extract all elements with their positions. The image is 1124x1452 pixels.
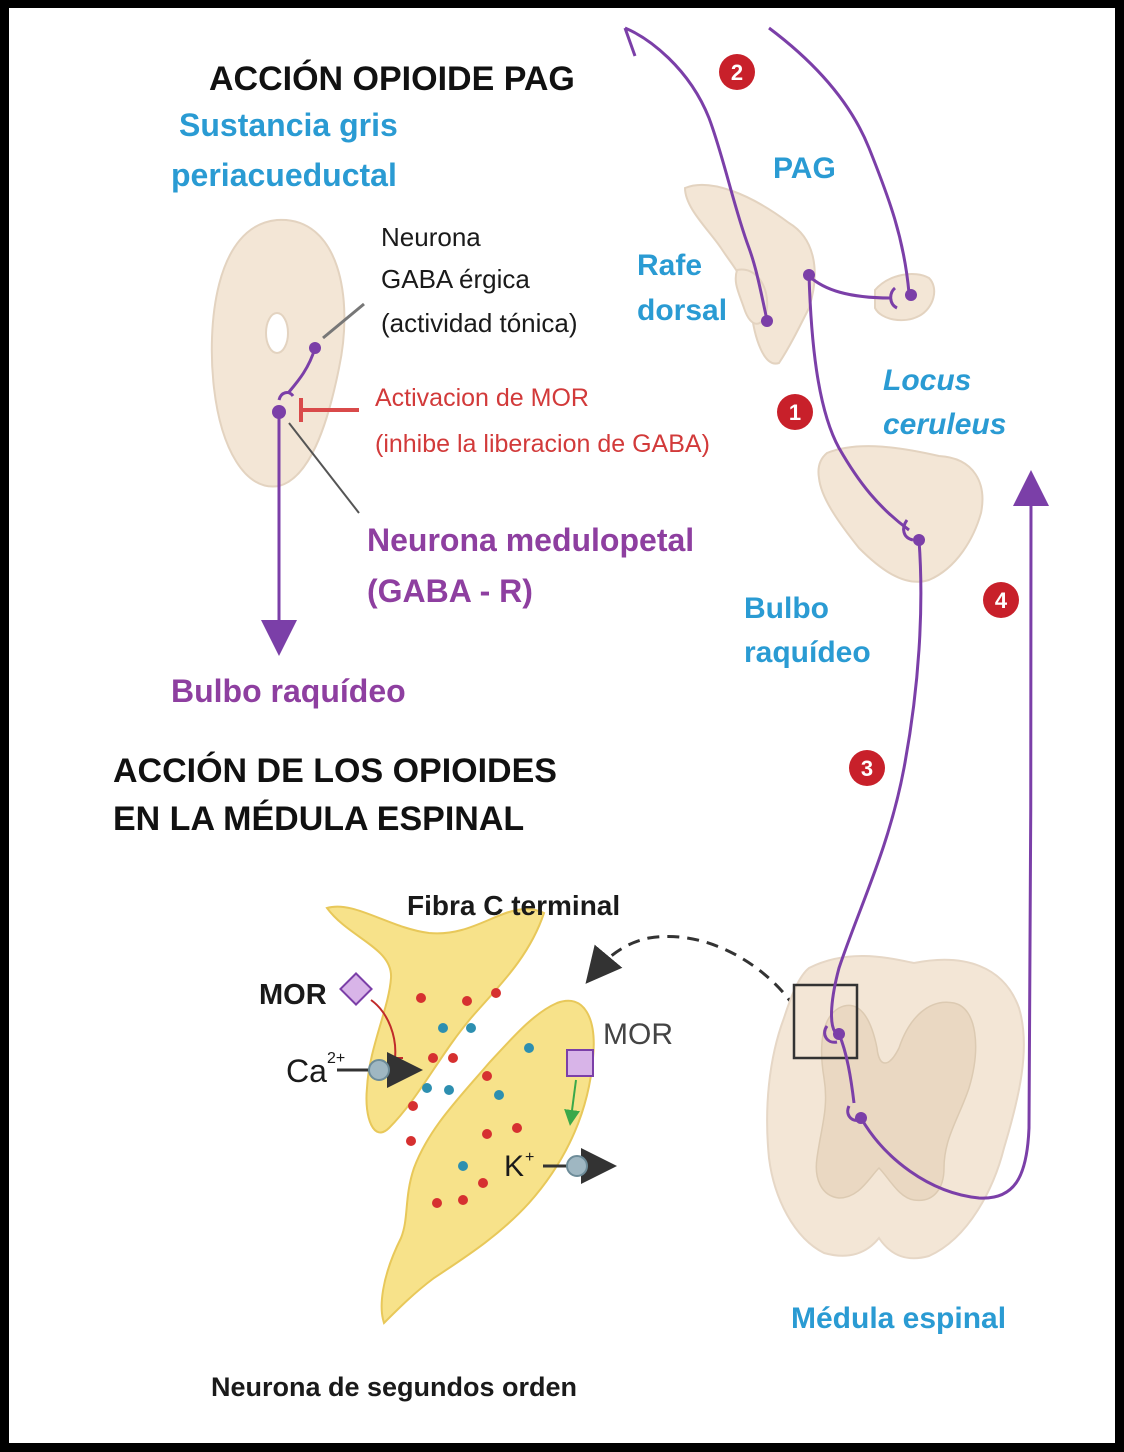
second-order-neuron-label: Neurona de segundos orden (211, 1372, 577, 1402)
step-badge-3: 3 (849, 750, 885, 786)
opioid-pathway-diagram: ACCIÓN OPIOIDE PAG Sustancia gris periac… (9, 8, 1124, 1452)
zoom-arrow (597, 936, 795, 1008)
spinal-section-title-line2: EN LA MÉDULA ESPINAL (113, 800, 524, 838)
bulbo-tissue (818, 446, 982, 582)
medula-label: Médula espinal (791, 1302, 1006, 1335)
mor-activation-label-line2: (inhibe la liberacion de GABA) (375, 430, 710, 458)
locus-label-line1: Locus (883, 364, 971, 397)
locus-neuron-body (905, 289, 917, 301)
rafe-label-line2: dorsal (637, 294, 727, 327)
locus-label-line2: ceruleus (883, 408, 1006, 441)
step-badge-1-label: 1 (789, 400, 801, 425)
mor-receptor-postsynaptic (567, 1050, 593, 1076)
step-badge-2: 2 (719, 54, 755, 90)
potassium-charge: + (525, 1149, 534, 1166)
step-badge-3-label: 3 (861, 756, 873, 781)
potassium-channel (567, 1156, 587, 1176)
calcium-charge: 2+ (327, 1050, 345, 1067)
step-badge-4: 4 (983, 582, 1019, 618)
pag-section-title: ACCIÓN OPIOIDE PAG (209, 60, 575, 98)
gaba-neuron-label-line2: GABA érgica (381, 264, 530, 294)
gaba-neuron-body (309, 342, 321, 354)
bulbo-label-line2: raquídeo (744, 636, 871, 669)
rafe-neuron-body (761, 315, 773, 327)
medulopetal-label-line2: (GABA - R) (367, 573, 533, 609)
gaba-neuron-label-line3: (actividad tónica) (381, 308, 578, 338)
step-badge-2-label: 2 (731, 60, 743, 85)
calcium-label: Ca (286, 1053, 327, 1089)
step-badge-4-label: 4 (995, 588, 1008, 613)
potassium-label: K (504, 1150, 524, 1183)
spinal-section-title-line1: ACCIÓN DE LOS OPIOIDES (113, 752, 557, 790)
gaba-neuron-label-line1: Neurona (381, 222, 481, 252)
bulbo-label-line1: Bulbo (744, 592, 829, 625)
step-badge-1: 1 (777, 394, 813, 430)
pag-region-label-line2: periacueductal (171, 157, 397, 193)
calcium-channel (369, 1060, 389, 1080)
aqueduct (266, 313, 288, 353)
mor-activation-label-line1: Activacion de MOR (375, 384, 589, 412)
pag-region-label-line1: Sustancia gris (179, 107, 398, 143)
medulopetal-label-line1: Neurona medulopetal (367, 522, 694, 558)
mor-postsynaptic-label: MOR (603, 1018, 673, 1051)
bulbo-target-label: Bulbo raquídeo (171, 673, 406, 709)
rafe-label-line1: Rafe (637, 249, 702, 282)
fiber-c-terminal-label: Fibra C terminal (407, 890, 620, 921)
mor-receptor-presynaptic (340, 973, 371, 1004)
mor-presynaptic-label: MOR (259, 979, 327, 1011)
pag-label: PAG (773, 152, 836, 185)
